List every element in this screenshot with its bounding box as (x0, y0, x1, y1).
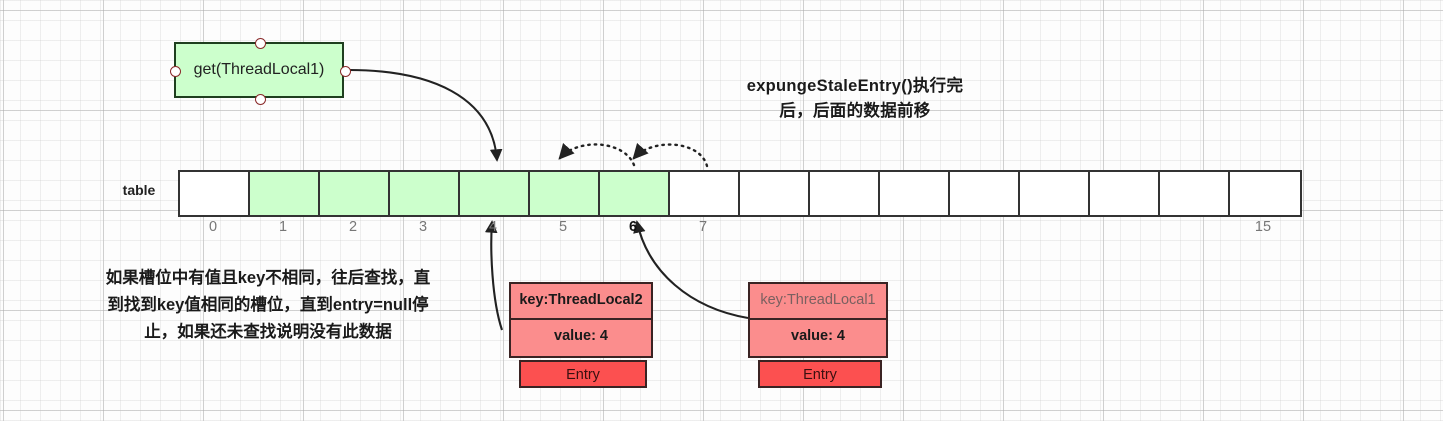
note-line-1: 如果槽位中有值且key不相同，往后查找，直 (105, 269, 431, 287)
table-index-5: 5 (558, 219, 568, 235)
entry-tag-threadlocal1: Entry (758, 360, 882, 388)
table-row (178, 170, 1302, 217)
table-cell-12[interactable] (1020, 172, 1090, 215)
handle-bottom-icon[interactable] (255, 94, 266, 105)
title-line-1: expungeStaleEntry()执行完 (746, 77, 964, 95)
table-index-2: 2 (348, 219, 358, 235)
entry-value-threadlocal2: value: 4 (511, 320, 651, 356)
diagram-title: expungeStaleEntry()执行完 后，后面的数据前移 (690, 74, 1020, 124)
handle-right-icon[interactable] (340, 66, 351, 77)
connector-shift-arc-b (632, 142, 709, 168)
connector-shift-arc-a (558, 142, 636, 167)
table-index-15: 15 (1254, 219, 1272, 235)
table-index-9 (808, 216, 878, 238)
entry-fields-threadlocal2: key:ThreadLocal2 value: 4 (509, 282, 653, 358)
table-index-7: 7 (698, 219, 708, 235)
table-index-3: 3 (418, 219, 428, 235)
connector-get-to-slot4 (348, 68, 503, 162)
table-index-8 (738, 216, 808, 238)
entry-value-threadlocal1: value: 4 (750, 320, 886, 356)
table-label: table (122, 182, 156, 198)
table-index-13 (1088, 216, 1158, 238)
table-cell-11[interactable] (950, 172, 1020, 215)
table-cell-2[interactable] (320, 172, 390, 215)
table-cell-5[interactable] (530, 172, 600, 215)
handle-left-icon[interactable] (170, 66, 181, 77)
table-cell-4[interactable] (460, 172, 530, 215)
table-cell-3[interactable] (390, 172, 460, 215)
handle-top-icon[interactable] (255, 38, 266, 49)
table-index-12 (1018, 216, 1088, 238)
table-index-14 (1158, 216, 1228, 238)
entry-key-threadlocal2: key:ThreadLocal2 (511, 284, 651, 320)
entry-tag-threadlocal2: Entry (519, 360, 647, 388)
table-index-11 (948, 216, 1018, 238)
table-index-4: 4 (488, 219, 498, 235)
table-cell-6[interactable] (600, 172, 670, 215)
table-index-6: 6 (628, 219, 638, 235)
table-cell-14[interactable] (1160, 172, 1230, 215)
table-cell-15[interactable] (1230, 172, 1300, 215)
note-line-3: 止，如果还未查找说明没有此数据 (144, 323, 392, 341)
table-cell-9[interactable] (810, 172, 880, 215)
note-line-2: 到找到key值相同的槽位，直到entry=null停 (107, 296, 429, 314)
explanation-note: 如果槽位中有值且key不相同，往后查找，直 到找到key值相同的槽位，直到ent… (38, 265, 498, 346)
table-index-1: 1 (278, 219, 288, 235)
table-index-0: 0 (208, 219, 218, 235)
get-call-label: get(ThreadLocal1) (193, 61, 325, 78)
entry-box-threadlocal1[interactable]: key:ThreadLocal1 value: 4 Entry (748, 282, 888, 388)
table-cell-7[interactable] (670, 172, 740, 215)
table-cell-13[interactable] (1090, 172, 1160, 215)
entry-box-threadlocal2[interactable]: key:ThreadLocal2 value: 4 Entry (509, 282, 653, 388)
table-cell-10[interactable] (880, 172, 950, 215)
entry-fields-threadlocal1: key:ThreadLocal1 value: 4 (748, 282, 888, 358)
table-index-row: 0 1 2 3 4 5 6 7 15 (178, 216, 1298, 238)
title-line-2: 后，后面的数据前移 (779, 102, 931, 120)
table-cell-1[interactable] (250, 172, 320, 215)
table-index-10 (878, 216, 948, 238)
table-cell-8[interactable] (740, 172, 810, 215)
entry-key-threadlocal1: key:ThreadLocal1 (750, 284, 886, 320)
table-cell-0[interactable] (180, 172, 250, 215)
get-call-box[interactable]: get(ThreadLocal1) (170, 38, 351, 105)
